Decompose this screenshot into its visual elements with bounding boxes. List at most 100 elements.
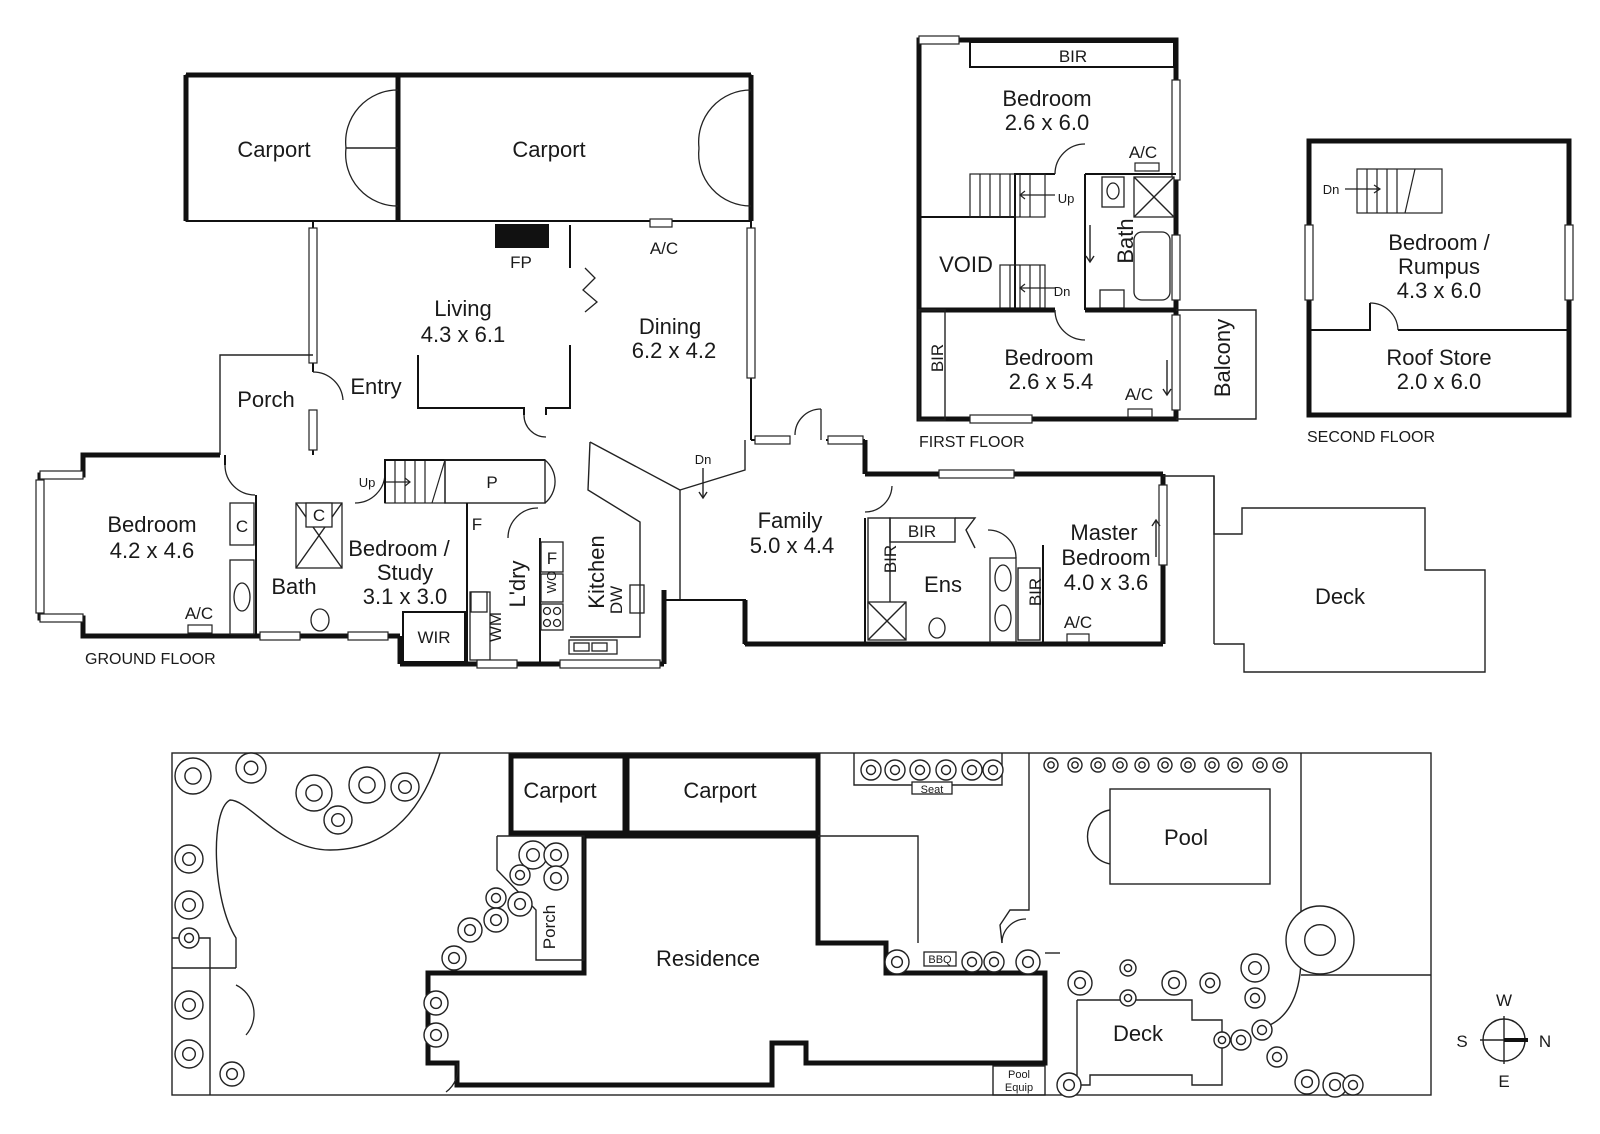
first-up-label: Up xyxy=(1058,191,1075,206)
dishwasher-label: DW xyxy=(607,586,626,614)
laundry-label: L'dry xyxy=(505,561,530,608)
living-ac-label: A/C xyxy=(650,239,678,258)
seat-label: Seat xyxy=(921,784,944,796)
site-deck-outline xyxy=(1076,999,1223,1086)
ensuite-bir-side-label: BIR xyxy=(881,545,900,573)
compass-north: N xyxy=(1539,1032,1551,1051)
tree-icon xyxy=(1231,761,1239,769)
rumpus-size: 4.3 x 6.0 xyxy=(1397,278,1481,303)
site-porch-label: Porch xyxy=(540,905,559,949)
site-boundary xyxy=(171,752,1432,1096)
family-size: 5.0 x 4.4 xyxy=(750,533,834,558)
tree-icon xyxy=(1138,761,1146,769)
tree-icon xyxy=(489,913,503,927)
wm-label: WM xyxy=(486,612,505,642)
trees xyxy=(174,752,1364,1098)
balcony-outline xyxy=(1176,309,1257,420)
first-bathtub-icon xyxy=(1133,231,1171,301)
tree-icon xyxy=(463,923,477,937)
tree-icon xyxy=(225,1067,239,1081)
tree-icon xyxy=(1204,977,1216,989)
wall-oven-icon xyxy=(540,573,564,603)
balcony-label: Balcony xyxy=(1210,319,1235,397)
tree-icon xyxy=(966,764,978,776)
rumpus-name: Bedroom / xyxy=(1388,230,1490,255)
cupboard-icon xyxy=(229,502,255,546)
tree-icon xyxy=(1208,761,1216,769)
tree-icon xyxy=(1217,1035,1227,1045)
bbq-icon xyxy=(923,951,957,967)
stairs-up-label: Up xyxy=(359,475,376,490)
tree-icon xyxy=(1256,1024,1268,1036)
tree-icon xyxy=(243,760,259,776)
seat-icon xyxy=(911,781,953,795)
laundry-fridge-label: F xyxy=(472,515,482,534)
window-dining xyxy=(746,227,756,379)
ensuite-bir-label: BIR xyxy=(908,522,936,541)
bifold-door xyxy=(582,267,599,313)
bath-label: Bath xyxy=(271,574,316,599)
tree-icon xyxy=(447,951,461,965)
first-bir-top xyxy=(969,41,1175,68)
dishwasher-icon xyxy=(629,584,645,614)
carport-door-left xyxy=(345,89,399,149)
tree-icon xyxy=(1062,1078,1076,1092)
window-bedroom-west xyxy=(35,479,45,614)
first-floor-label: FIRST FLOOR xyxy=(919,434,1025,451)
tree-icon xyxy=(181,998,196,1013)
tree-icon xyxy=(1247,961,1262,976)
study-size: 3.1 x 3.0 xyxy=(363,584,447,609)
tree-icon xyxy=(183,932,195,944)
site-carport-left-label: Carport xyxy=(523,778,596,803)
void-label: VOID xyxy=(939,252,993,277)
dining-name: Dining xyxy=(639,314,701,339)
wir-label: WIR xyxy=(417,628,450,647)
living-name: Living xyxy=(434,296,491,321)
bedroom-ac-icon xyxy=(187,624,213,634)
porch-label: Porch xyxy=(237,387,294,412)
deck-outline xyxy=(1163,475,1486,673)
compass-south: S xyxy=(1456,1032,1467,1051)
first-floor-plan: BIR Bedroom 2.6 x 6.0 A/C Up VOID Dn xyxy=(916,35,1257,451)
bbq-label: BBQ xyxy=(928,954,952,966)
study-name: Bedroom / xyxy=(348,536,450,561)
bedroom-name: Bedroom xyxy=(107,512,196,537)
tree-icon xyxy=(1167,976,1181,990)
second-stairs xyxy=(1356,168,1443,214)
roof-store-name: Roof Store xyxy=(1386,345,1491,370)
first-ac-bottom-label: A/C xyxy=(1125,385,1153,404)
bedroom-cupboard-label: C xyxy=(236,517,248,536)
roof-store-size: 2.0 x 6.0 xyxy=(1397,369,1481,394)
ensuite-toilet-icon xyxy=(928,617,946,639)
tree-icon xyxy=(966,956,978,968)
ensuite-label: Ens xyxy=(924,572,962,597)
fireplace-label: FP xyxy=(510,253,532,272)
first-bir-left-label: BIR xyxy=(928,344,947,372)
tree-icon xyxy=(1235,1034,1247,1046)
compass: N S E W xyxy=(1456,991,1551,1091)
pool-outline xyxy=(1109,788,1271,885)
tree-icon xyxy=(526,848,541,863)
wall-oven-label: WO xyxy=(544,571,559,593)
tree-icon xyxy=(1303,924,1336,957)
study-name-2: Study xyxy=(377,560,433,585)
site-carport-right-label: Carport xyxy=(683,778,756,803)
master-ac-label: A/C xyxy=(1064,613,1092,632)
pool-label: Pool xyxy=(1164,825,1208,850)
tree-icon xyxy=(1256,761,1264,769)
tree-icon xyxy=(514,869,526,881)
master-bir-label: BIR xyxy=(1026,578,1045,606)
tree-icon xyxy=(513,897,527,911)
pool-equip-label-2: Equip xyxy=(1005,1082,1033,1094)
first-bedroom1-name: Bedroom xyxy=(1002,86,1091,111)
tree-icon xyxy=(429,996,443,1010)
carport-right-label: Carport xyxy=(512,137,585,162)
family-name: Family xyxy=(758,508,823,533)
ground-stairs xyxy=(384,459,446,504)
tree-icon xyxy=(358,776,376,794)
living-size: 4.3 x 6.1 xyxy=(421,322,505,347)
carport-left-label: Carport xyxy=(237,137,310,162)
tree-icon xyxy=(1347,1079,1359,1091)
tree-icon xyxy=(987,764,999,776)
